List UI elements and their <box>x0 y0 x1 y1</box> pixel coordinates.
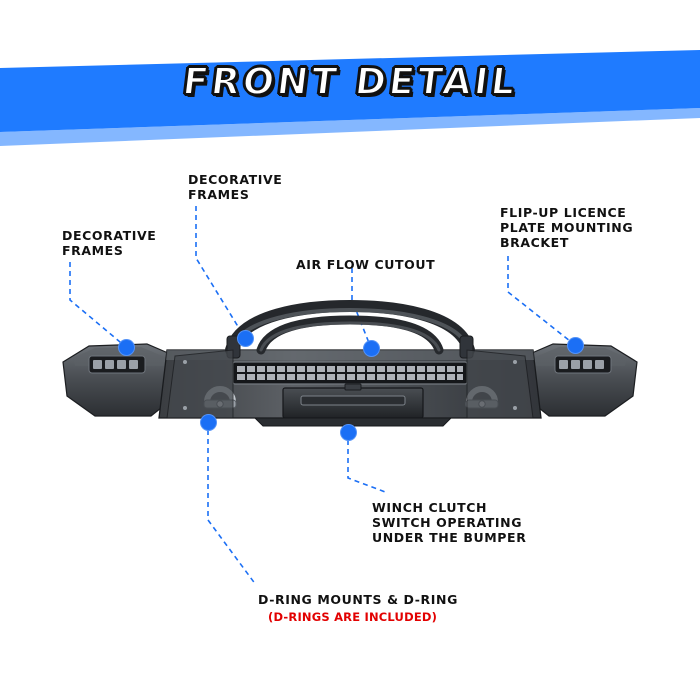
product-image <box>55 299 645 480</box>
callout-label-air-flow-cutout: AIR FLOW CUTOUT <box>296 257 436 272</box>
callout-note-d-rings-included: (D-RINGS ARE INCLUDED) <box>268 610 438 624</box>
callout-label-decorative-frames-left: DECORATIVE FRAMES <box>62 228 157 258</box>
callout-dot-winch-clutch[interactable] <box>340 424 357 441</box>
callout-dot-decorative-frames-top[interactable] <box>237 330 254 347</box>
callout-dot-air-flow-cutout[interactable] <box>363 340 380 357</box>
callout-label-winch-clutch: WINCH CLUTCH SWITCH OPERATING UNDER THE … <box>372 500 527 545</box>
callout-dot-decorative-frames-left[interactable] <box>118 339 135 356</box>
callout-label-flip-up-bracket: FLIP-UP LICENCE PLATE MOUNTING BRACKET <box>500 205 634 250</box>
callout-dot-d-ring-mounts[interactable] <box>200 414 217 431</box>
callout-dot-flip-up-bracket[interactable] <box>567 337 584 354</box>
callout-label-d-ring-mounts: D-RING MOUNTS & D-RING <box>258 592 458 607</box>
banner-shape <box>0 36 700 146</box>
callout-label-decorative-frames-top: DECORATIVE FRAMES <box>188 172 283 202</box>
header-banner: FRONT DETAIL <box>0 0 700 150</box>
front-bumper-drawing <box>62 299 638 427</box>
